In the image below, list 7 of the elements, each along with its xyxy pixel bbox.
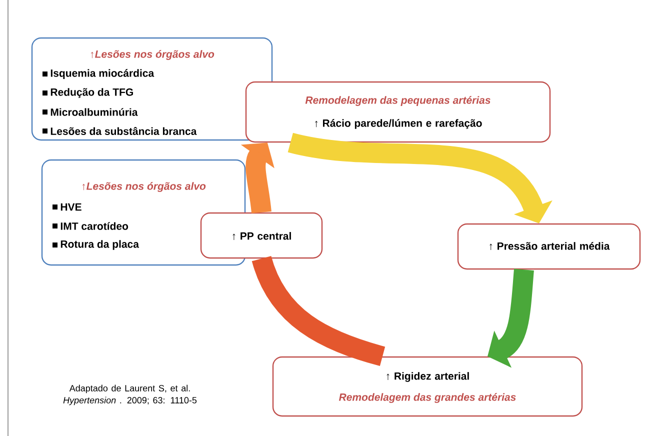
citation-text: Adaptado de Laurent S, et al. Hypertension . 2009; 63: 1110-5	[63, 384, 197, 406]
text-box: ↑ PP central	[200, 212, 323, 259]
curved-arrow	[488, 268, 534, 368]
text-box: ↑Lesões nos órgãos alvo Isquemia miocárdica Redução da TFG Microalbuminúria Lesões da substância branca	[31, 37, 273, 141]
text-box: ↑ Pressão arterial média	[457, 223, 641, 270]
text-box: ↑ Rigidez arterial Remodelagem das grandes artérias	[272, 356, 583, 417]
text-box: Remodelagem das pequenas artérias ↑ Rácio parede/lúmen e rarefação	[245, 81, 551, 143]
